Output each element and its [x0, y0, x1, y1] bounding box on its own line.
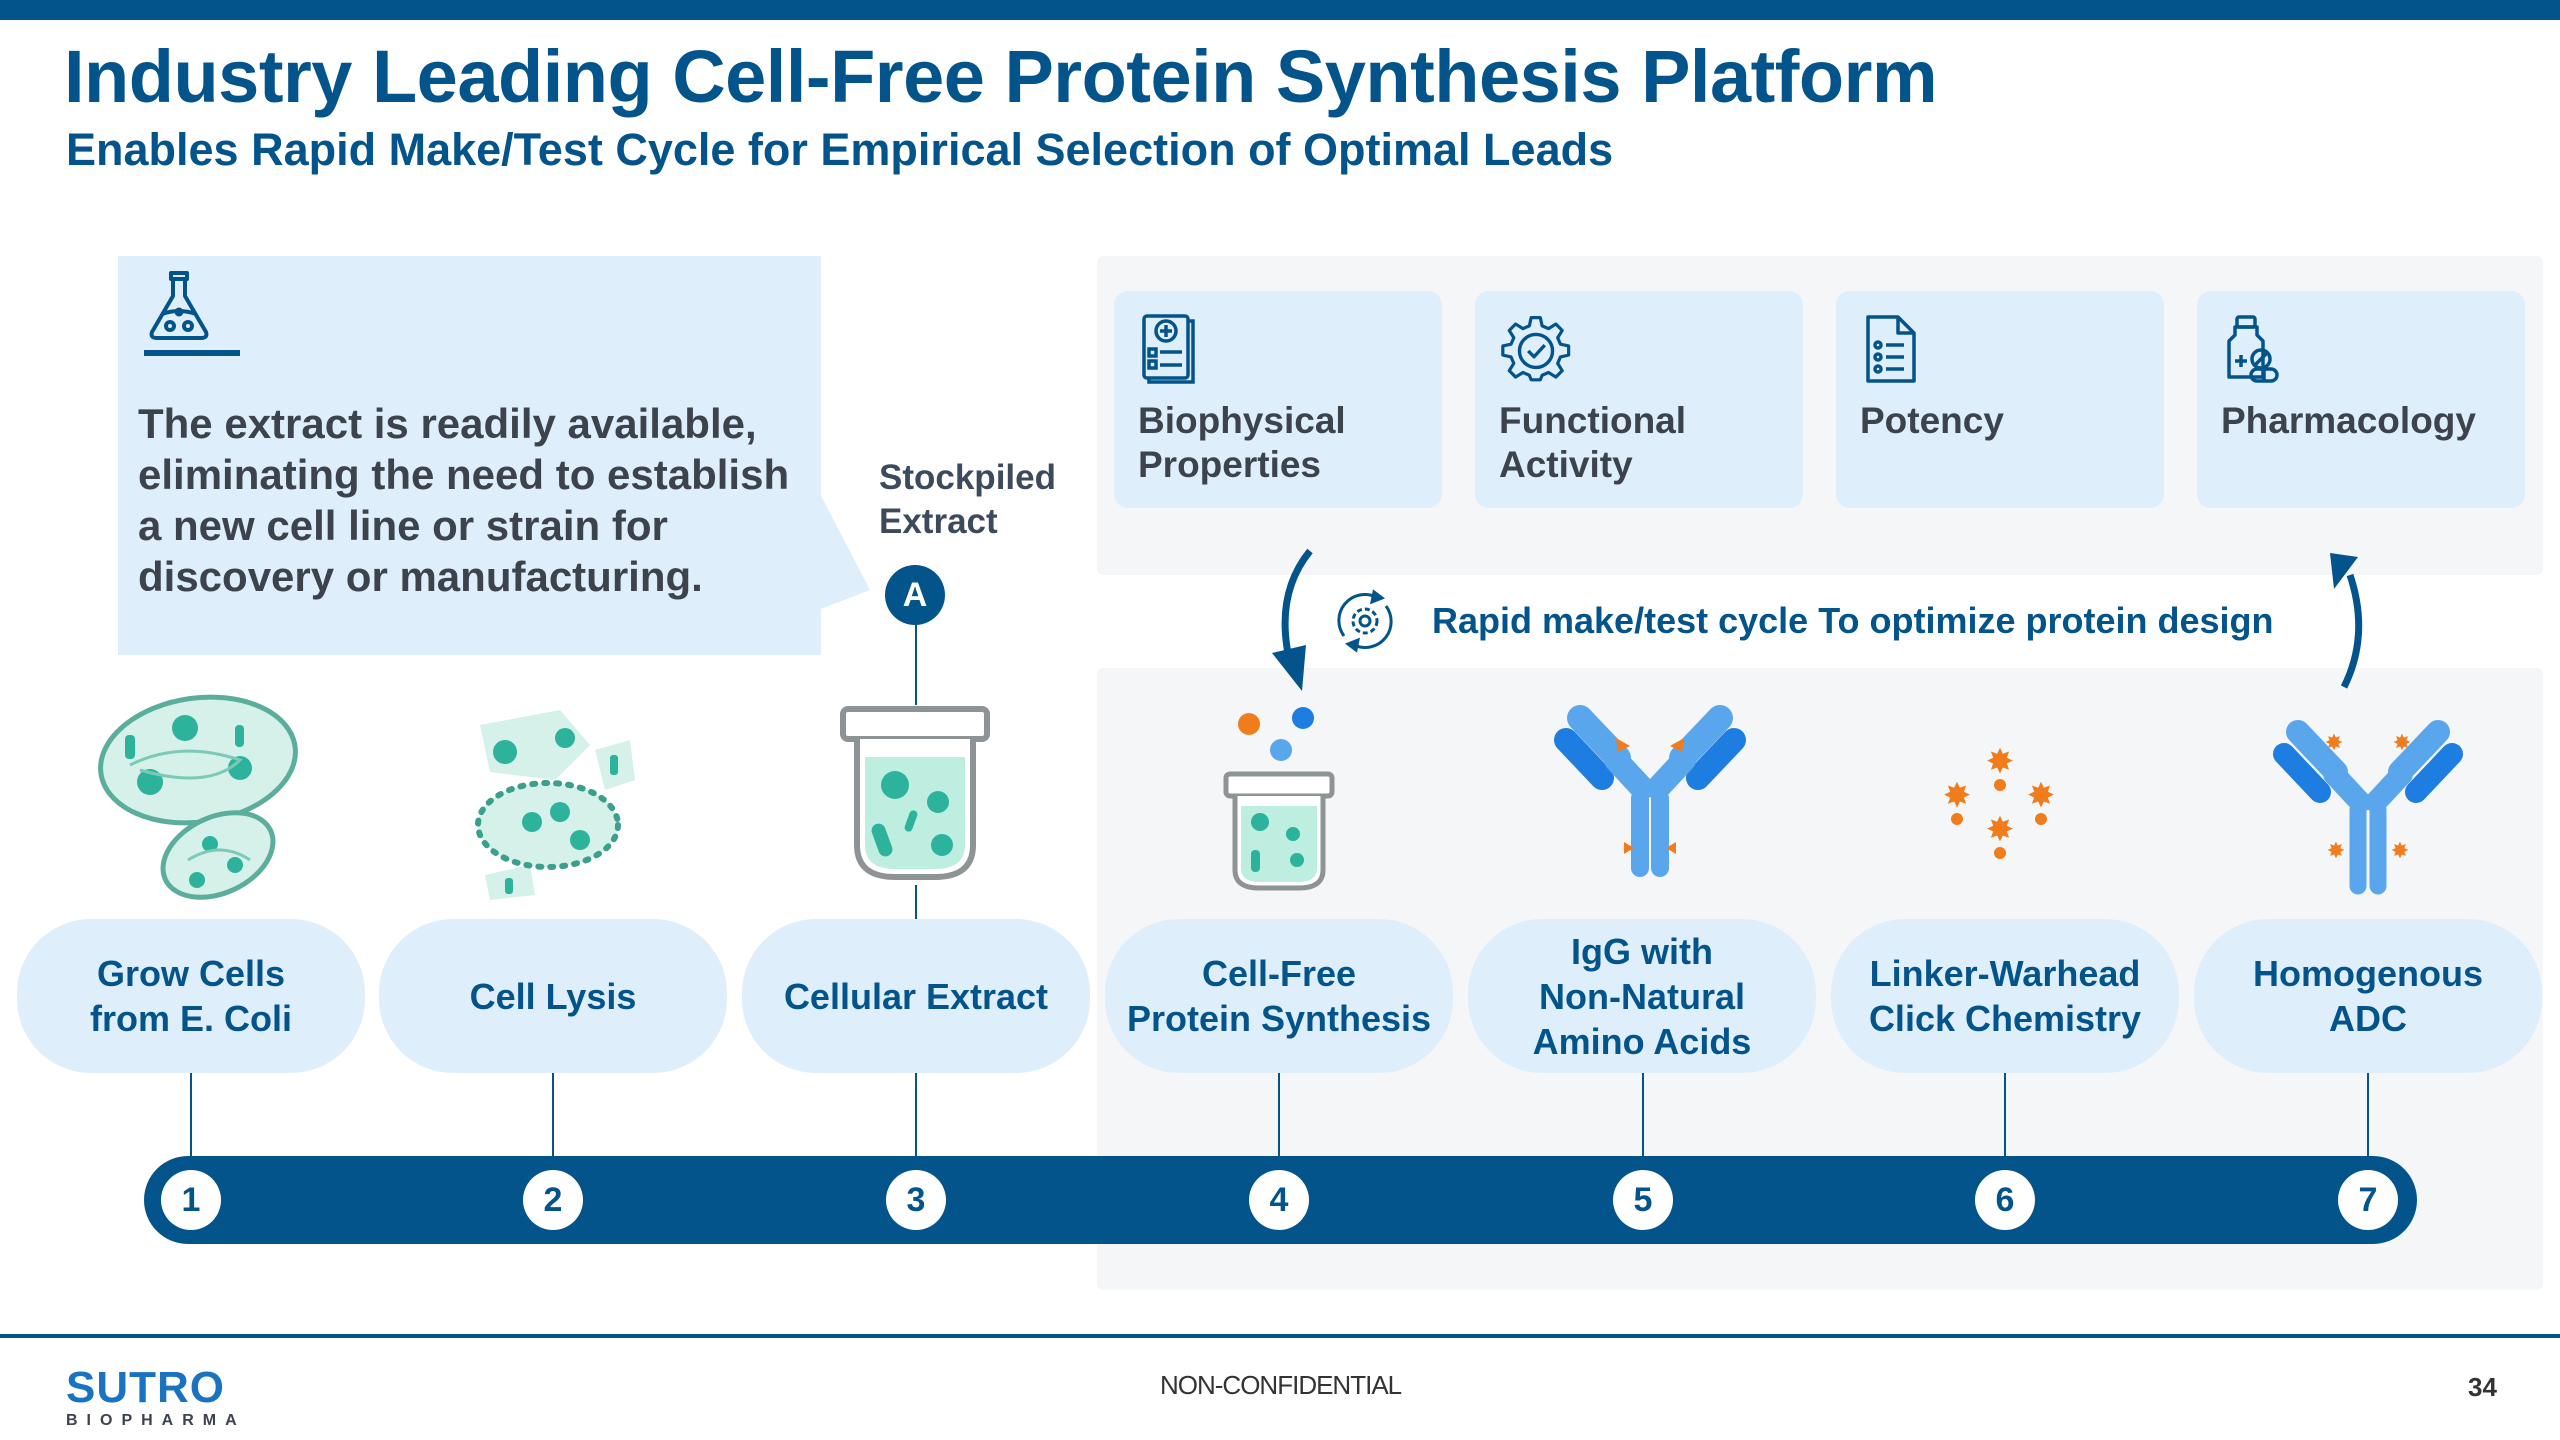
card-label-line: Activity	[1499, 444, 1633, 485]
footer-divider	[0, 1334, 2560, 1338]
step-number: 4	[1249, 1170, 1309, 1230]
step-label-line: Amino Acids	[1532, 1020, 1752, 1062]
cycle-arrow-down-icon	[1272, 548, 1313, 691]
card-label-line: Pharmacology	[2221, 400, 2476, 441]
callout-text: The extract is readily available, elimin…	[138, 398, 818, 602]
extract-tube-illustration	[840, 706, 990, 880]
card-label-line: Properties	[1138, 444, 1322, 485]
card-biophysical-properties: Biophysical Properties	[1114, 291, 1442, 508]
connector-line	[1278, 1073, 1280, 1163]
step-label-line: ADC	[2329, 998, 2407, 1039]
step-label-line: IgG with	[1571, 930, 1713, 972]
connector-line	[2004, 1073, 2006, 1163]
card-label: Pharmacology	[2221, 399, 2476, 443]
stockpile-marker: A	[885, 565, 945, 625]
medicine-bottle-icon	[2227, 315, 2279, 383]
checklist-document-icon	[1866, 315, 1916, 383]
step-label-line: Homogenous	[2253, 953, 2483, 994]
card-functional-activity: Functional Activity	[1475, 291, 1803, 508]
step-number: 2	[523, 1170, 583, 1230]
page-subtitle: Enables Rapid Make/Test Cycle for Empiri…	[66, 124, 1614, 175]
callout-line: a new cell line or strain for	[138, 502, 668, 549]
sutro-logo: SUTRO BIOPHARMA	[66, 1366, 246, 1430]
svg-text:✸: ✸	[2027, 776, 2056, 816]
step-label-line: Grow Cells	[96, 953, 286, 994]
stockpile-line: Extract	[879, 502, 998, 541]
card-label-line: Functional	[1499, 400, 1687, 441]
connector-line	[915, 625, 917, 705]
medical-report-icon	[1142, 314, 1195, 384]
step-number: 3	[886, 1170, 946, 1230]
page-title: Industry Leading Cell-Free Protein Synth…	[64, 35, 1938, 118]
step-label-line: Cell-Free	[1201, 953, 1357, 994]
callout-divider	[144, 350, 240, 356]
card-potency: Potency	[1836, 291, 2164, 508]
classification-label: NON-CONFIDENTIAL	[1160, 1370, 1402, 1400]
connector-line	[1642, 1073, 1644, 1163]
stockpile-line: Stockpiled	[879, 458, 1056, 497]
step-label-line: from E. Coli	[89, 998, 292, 1039]
gear-check-icon	[1501, 316, 1571, 382]
svg-text:✸: ✸	[1943, 776, 1972, 816]
connector-line	[552, 1073, 554, 1163]
callout-line: The extract is readily available,	[138, 400, 757, 447]
step-label-line: Click Chemistry	[1868, 998, 2142, 1039]
svg-text:✸: ✸	[1986, 745, 2015, 782]
step-label-line: Cellular Extract	[783, 975, 1049, 1017]
step-label-line: Non-Natural	[1538, 975, 1745, 1017]
step-number: 6	[1975, 1170, 2035, 1230]
step-label-line: Cell Lysis	[469, 975, 637, 1017]
card-label-line: Biophysical	[1138, 400, 1346, 441]
svg-text:✸: ✸	[1986, 810, 2015, 850]
callout-line: eliminating the need to establish	[138, 451, 790, 498]
gear-cycle-icon	[1337, 589, 1393, 653]
svg-text:✸: ✸	[2325, 731, 2343, 756]
synthesis-tube-illustration	[1223, 707, 1335, 891]
antibody-nnaa-illustration	[1554, 705, 1746, 877]
flask-icon	[149, 271, 209, 340]
card-label: Functional Activity	[1499, 399, 1686, 487]
step-pill-cellular-extract: Cellular Extract	[742, 919, 1090, 1073]
lysed-cells-illustration	[475, 710, 635, 900]
ecoli-cells-illustration	[98, 694, 298, 900]
connector-line	[915, 1073, 917, 1163]
connector-line	[190, 1073, 192, 1163]
cycle-arrow-up-icon	[2330, 553, 2363, 689]
step-number: 1	[161, 1170, 221, 1230]
card-pharmacology: Pharmacology	[2197, 291, 2525, 508]
svg-text:✸: ✸	[2327, 839, 2345, 864]
stockpiled-extract-label: Stockpiled Extract	[879, 456, 1056, 544]
extract-callout-box	[118, 256, 821, 655]
callout-tail	[818, 490, 870, 610]
connector-line	[2367, 1073, 2369, 1163]
callout-line: discovery or manufacturing.	[138, 553, 703, 600]
card-label: Potency	[1860, 399, 2004, 443]
step-pill-cell-lysis: Cell Lysis	[379, 919, 727, 1073]
step-number: 5	[1613, 1170, 1673, 1230]
svg-text:✸: ✸	[2391, 839, 2409, 864]
top-accent-bar	[0, 0, 2560, 20]
linker-warhead-illustration: ✸ ✸ ✸ ✸	[1943, 745, 2056, 859]
step-label-line: Protein Synthesis	[1126, 998, 1432, 1039]
step-label-line: Linker-Warhead	[1869, 953, 2141, 994]
adc-illustration: ✸ ✸ ✸ ✸	[2273, 720, 2463, 895]
page-number: 34	[2468, 1372, 2497, 1402]
logo-subtitle: BIOPHARMA	[66, 1412, 246, 1429]
card-label: Biophysical Properties	[1138, 399, 1346, 487]
step-number: 7	[2338, 1170, 2398, 1230]
card-label-line: Potency	[1860, 400, 2004, 441]
connector-line	[915, 885, 917, 925]
cycle-caption: Rapid make/test cycle To optimize protei…	[1432, 600, 2274, 641]
svg-text:✸: ✸	[2393, 731, 2411, 756]
logo-wordmark: SUTRO	[66, 1363, 225, 1412]
